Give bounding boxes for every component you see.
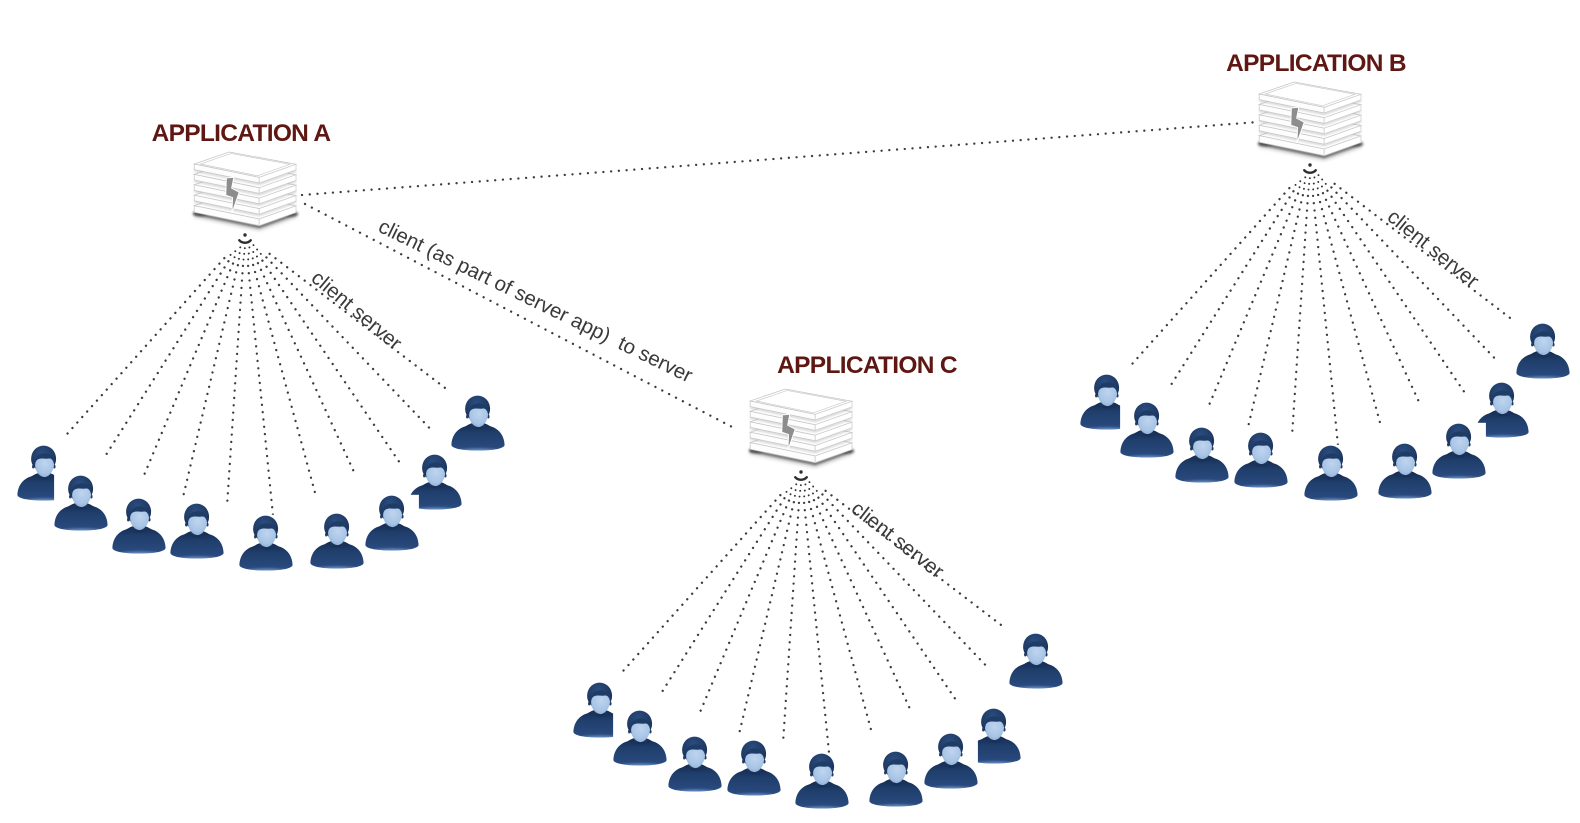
- svg-text:client (as part of server app): client (as part of server app) to server: [375, 215, 697, 388]
- svg-text:client server: client server: [307, 266, 407, 355]
- svg-text:client server: client server: [847, 497, 948, 583]
- svg-text:client server: client server: [1383, 205, 1483, 293]
- svg-text:APPLICATION B: APPLICATION B: [1226, 50, 1406, 77]
- svg-text:APPLICATION A: APPLICATION A: [152, 120, 332, 147]
- svg-text:APPLICATION C: APPLICATION C: [777, 352, 958, 379]
